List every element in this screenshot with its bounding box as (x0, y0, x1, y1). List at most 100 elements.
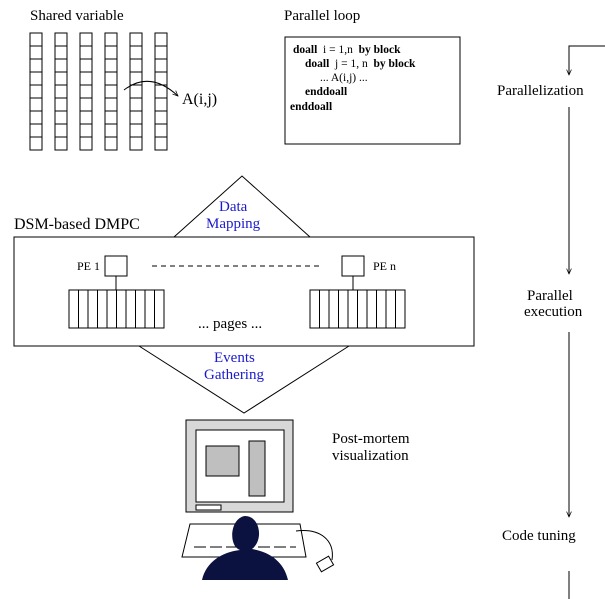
grid-cell (129, 123, 143, 138)
code-line-4: enddoall (305, 85, 347, 100)
grid-cell (29, 97, 43, 112)
grid-cell (54, 97, 68, 112)
pages-block-pe-1 (68, 289, 165, 329)
grid-cell (129, 84, 143, 99)
pages-label: ... pages ... (198, 316, 263, 332)
screen-window-left (205, 445, 240, 477)
mouse-cable (295, 530, 333, 561)
shared-variable-grid (29, 32, 168, 151)
array-element-label: A(i,j) (182, 91, 218, 108)
grid-cell (79, 97, 93, 112)
workflow-arrows (569, 45, 605, 599)
grid-cell (54, 58, 68, 73)
grid-cell (154, 45, 168, 60)
grid-cell (154, 97, 168, 112)
flow-step-parallel-line2: execution (524, 304, 583, 320)
grid-cell (129, 136, 143, 151)
grid-cell (104, 97, 118, 112)
grid-cell (104, 45, 118, 60)
code-line-1: doall i = 1,n by block (293, 43, 400, 58)
dsm-label: DSM-based DMPC (14, 216, 140, 233)
grid-cell (54, 71, 68, 86)
grid-cell (154, 110, 168, 125)
code-text: ... A(i,j) ... (320, 72, 368, 84)
grid-cell (79, 32, 93, 47)
flow-step-parallelization: Parallelization (497, 83, 584, 99)
visualization-line2: visualization (332, 448, 409, 464)
grid-cell (104, 84, 118, 99)
code-keyword: by block (373, 58, 416, 70)
grid-cell (54, 123, 68, 138)
parallel-loop-title: Parallel loop (284, 8, 361, 24)
grid-cell (54, 110, 68, 125)
workstation-illustration (181, 419, 335, 580)
data-mapping-line1: Data (219, 199, 248, 215)
data-mapping-line2: Mapping (206, 216, 261, 232)
events-line2: Gathering (204, 367, 264, 383)
grid-cell (54, 45, 68, 60)
grid-cell (79, 71, 93, 86)
pe-n-label: PE n (373, 259, 397, 273)
grid-cell (154, 58, 168, 73)
code-text: j = 1, n (329, 58, 374, 70)
grid-cell (104, 136, 118, 151)
user-silhouette (202, 516, 288, 580)
grid-cell (104, 58, 118, 73)
code-keyword: enddoall (305, 86, 348, 98)
code-line-5: enddoall (290, 100, 332, 115)
grid-cell (79, 45, 93, 60)
grid-cell (29, 84, 43, 99)
grid-cell (29, 32, 43, 47)
code-keyword: enddoall (290, 101, 333, 113)
grid-cell (29, 136, 43, 151)
flow-step-code-tuning: Code tuning (502, 528, 576, 544)
grid-cell (29, 71, 43, 86)
mouse (315, 555, 335, 573)
grid-cell (54, 136, 68, 151)
grid-cell (104, 110, 118, 125)
grid-cell (104, 32, 118, 47)
pe-n-box (341, 255, 365, 277)
grid-cell (29, 123, 43, 138)
grid-cell (129, 45, 143, 60)
grid-cell (79, 110, 93, 125)
grid-cell (104, 71, 118, 86)
grid-cell (129, 58, 143, 73)
grid-cell (54, 32, 68, 47)
grid-cell (129, 32, 143, 47)
disk-slot (195, 504, 222, 511)
grid-cell (79, 58, 93, 73)
flow-step-parallel-line1: Parallel (527, 288, 573, 304)
grid-cell (104, 123, 118, 138)
element-arrow (123, 80, 178, 96)
grid-cell (154, 136, 168, 151)
code-line-3: ... A(i,j) ... (320, 71, 368, 86)
grid-cell (29, 45, 43, 60)
pages-block-pe-n (309, 289, 406, 329)
grid-cell (79, 123, 93, 138)
data-mapping-triangle (173, 175, 311, 238)
code-line-2: doall j = 1, n by block (305, 57, 415, 72)
grid-cell (54, 84, 68, 99)
code-keyword: doall (305, 58, 330, 70)
shared-variable-title: Shared variable (30, 8, 124, 24)
grid-cell (129, 97, 143, 112)
pe-1-box (104, 255, 128, 277)
grid-cell (129, 110, 143, 125)
code-keyword: doall (293, 44, 318, 56)
grid-cell (29, 58, 43, 73)
code-text: i = 1,n (317, 44, 359, 56)
grid-cell (29, 110, 43, 125)
events-gathering-triangle (138, 345, 350, 414)
grid-cell (79, 136, 93, 151)
code-keyword: by block (358, 44, 401, 56)
screen-window-right (248, 440, 266, 497)
events-line1: Events (214, 350, 255, 366)
grid-cell (154, 32, 168, 47)
visualization-line1: Post-mortem (332, 431, 410, 447)
grid-cell (154, 123, 168, 138)
grid-cell (79, 84, 93, 99)
pe-1-label: PE 1 (77, 259, 101, 273)
